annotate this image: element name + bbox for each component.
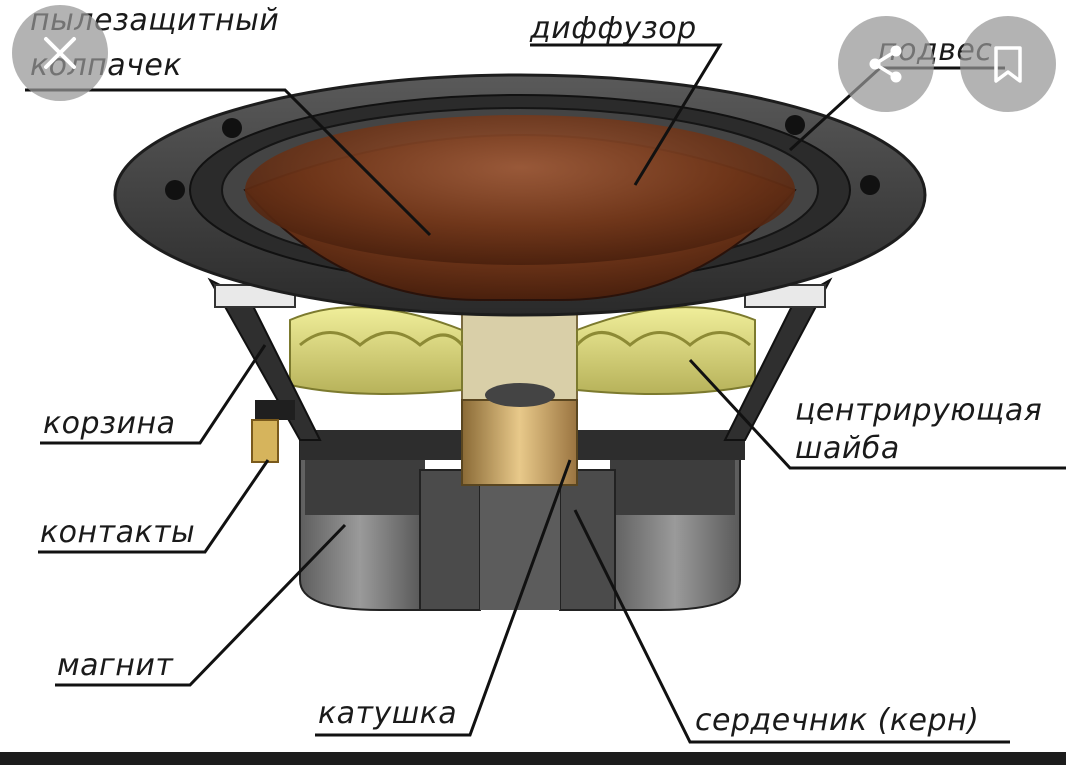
bottom-bar [0, 752, 1066, 765]
leader-lines [25, 43, 1066, 744]
label-basket: корзина [43, 406, 175, 441]
label-pole: сердечник (керн) [695, 703, 979, 738]
bookmark-button[interactable] [960, 16, 1056, 112]
close-button[interactable] [12, 5, 108, 101]
leader-pole [573, 509, 1010, 744]
label-spider-line1: центрирующая [795, 393, 1042, 428]
bookmark-icon [994, 46, 1022, 83]
share-button[interactable] [838, 16, 934, 112]
leader-dust-cap [25, 88, 432, 237]
leader-basket [40, 344, 267, 445]
label-cone: диффузор [529, 11, 697, 46]
label-spider-line2: шайба [795, 431, 900, 466]
leader-terminals [38, 459, 270, 554]
spider-shape [289, 306, 756, 395]
label-terminals: контакты [40, 515, 195, 550]
leader-cone [530, 43, 723, 186]
voice-coil-shape [461, 299, 578, 486]
leader-spider [688, 358, 1066, 470]
magnet-assembly [299, 430, 745, 611]
share-icon [869, 45, 902, 83]
label-coil: катушка [318, 696, 457, 731]
close-icon [44, 37, 76, 69]
cone-shape [243, 115, 797, 301]
leader-magnet [55, 523, 347, 687]
label-magnet: магнит [57, 648, 174, 683]
speaker-illustration [113, 73, 927, 611]
leader-coil [315, 459, 572, 737]
terminals-shape [251, 400, 295, 463]
